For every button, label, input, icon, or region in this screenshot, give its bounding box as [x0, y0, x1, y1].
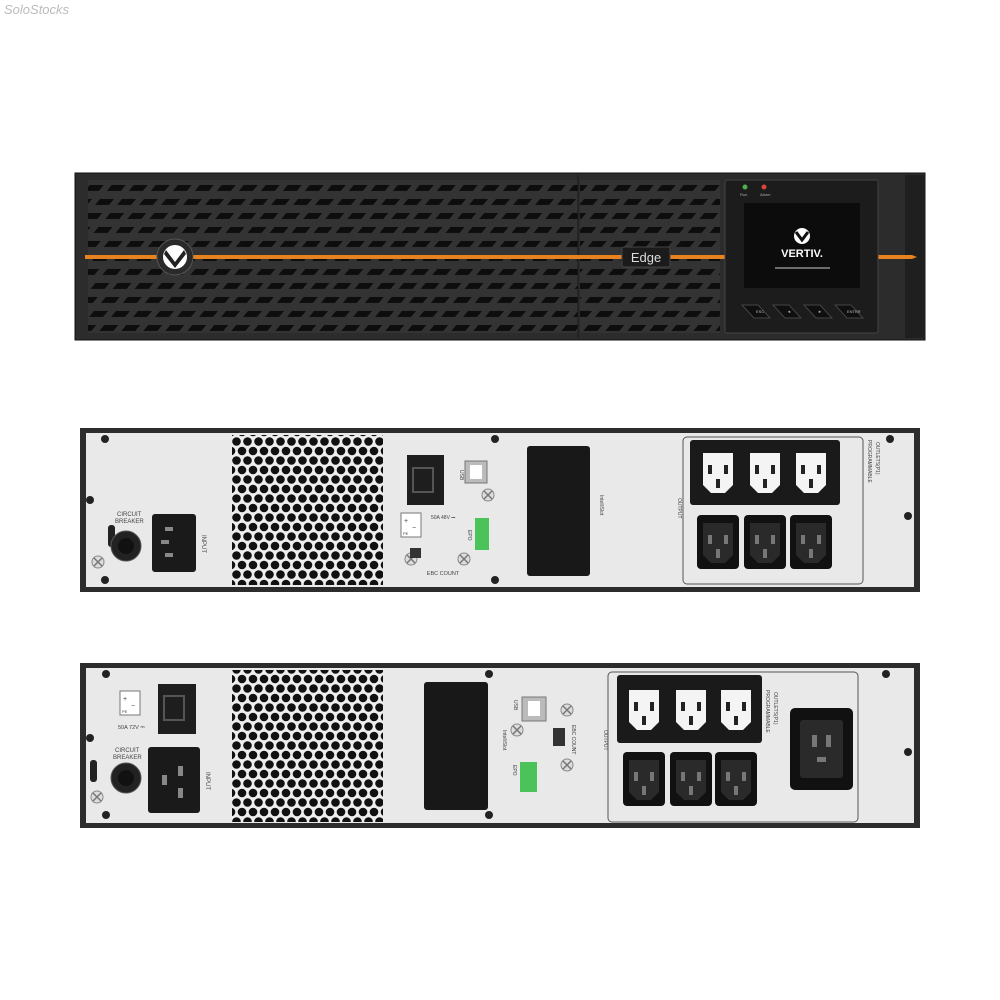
esc-label: ESC	[756, 309, 764, 314]
circuit-label: CIRCUIT	[117, 512, 142, 518]
intellislot-cover	[424, 682, 488, 810]
output-label: OUTPUT	[676, 498, 682, 519]
input-socket	[148, 747, 200, 813]
battery-rating: 50A 72V ⎓	[118, 725, 145, 731]
breaker-label: BREAKER	[113, 755, 142, 761]
battery-rating: 50A 48V ⎓	[431, 515, 455, 521]
pe-label: PE	[122, 709, 128, 714]
input-label: INPUT	[204, 772, 210, 790]
vertiv-logo-badge	[156, 238, 194, 276]
ebc-label: EBC COUNT	[570, 725, 576, 754]
epo-label: EPO	[466, 530, 472, 541]
left-button[interactable]	[771, 304, 803, 319]
minus-label: −	[412, 525, 416, 532]
plus-label: +	[123, 696, 127, 703]
rear-panel-48v: CIRCUIT BREAKER INPUT + − PE 50A 48V ⎓ E…	[80, 428, 920, 592]
intellislot-label: IntelliSlot	[501, 730, 507, 751]
enter-label: ENTER	[847, 309, 861, 314]
right-label: ►	[818, 309, 822, 314]
ebc-port	[410, 548, 421, 558]
outlets-label: OUTLETS(P1)	[874, 442, 880, 475]
fan-grille	[232, 670, 383, 822]
outlets-label: OUTLETS(P1)	[772, 692, 778, 725]
fan-grille	[232, 435, 383, 585]
c19-outlet	[790, 708, 853, 790]
model-label: Edge	[631, 250, 661, 265]
breaker-label: BREAKER	[115, 519, 144, 525]
epo-terminal	[520, 762, 537, 792]
alarm-led	[761, 184, 767, 190]
pe-label: PE	[403, 531, 409, 536]
input-label: INPUT	[200, 535, 206, 553]
right-button[interactable]	[802, 304, 834, 319]
rear-panel-72v: + − PE 50A 72V ⎓ CIRCUIT BREAKER INPUT I…	[80, 663, 920, 828]
run-led-label: Run	[740, 192, 747, 197]
front-panel: Edge Run Alarm VERTIV. ESC ◄ ► ENTER	[74, 172, 926, 341]
usb-label: USB	[458, 470, 464, 481]
epo-label: EPO	[511, 765, 517, 776]
epo-terminal	[475, 518, 489, 550]
display-panel: Run Alarm VERTIV.	[724, 179, 879, 334]
accent-stripe	[85, 255, 917, 259]
intellislot-label: IntelliSlot	[598, 495, 604, 516]
left-label: ◄	[787, 309, 791, 314]
programmable-label: PROGRAMMABLE	[866, 440, 872, 483]
front-buttons: ESC ◄ ► ENTER	[740, 304, 865, 319]
circuit-label: CIRCUIT	[115, 748, 140, 754]
watermark: SoloStocks	[4, 2, 70, 17]
intellislot-cover	[527, 446, 590, 576]
input-socket	[152, 514, 196, 572]
enter-button[interactable]	[833, 304, 865, 319]
ebc-label: EBC COUNT	[427, 571, 460, 577]
output-label: OUTPUT	[602, 730, 608, 751]
minus-label: −	[131, 703, 135, 710]
programmable-label: PROGRAMMABLE	[764, 690, 770, 733]
alarm-led-label: Alarm	[760, 192, 771, 197]
plus-label: +	[404, 518, 408, 525]
ebc-port	[553, 728, 565, 746]
brand-logo: VERTIV.	[781, 248, 823, 260]
usb-label: USB	[512, 700, 518, 711]
run-led	[742, 184, 748, 190]
esc-button[interactable]	[740, 304, 772, 319]
